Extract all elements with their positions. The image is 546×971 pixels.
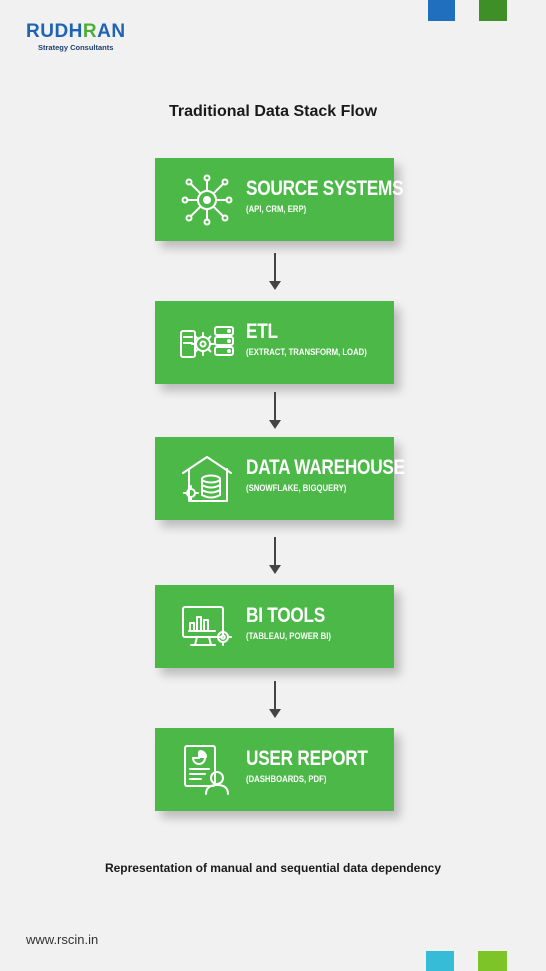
flow-arrow xyxy=(269,392,281,429)
report-user-icon xyxy=(184,745,229,795)
flow-arrow xyxy=(269,537,281,574)
brand-tagline: Strategy Consultants xyxy=(38,43,114,52)
monitor-chart-icon xyxy=(182,606,232,646)
brand-name: RUDHRAN xyxy=(26,21,126,42)
step-subtitle: (SNOWFLAKE, BIGQUERY) xyxy=(246,483,347,493)
corner-square-top-green xyxy=(479,0,507,21)
step-subtitle: (TABLEAU, POWER BI) xyxy=(246,631,331,641)
step-name: SOURCE SYSTEMS xyxy=(246,177,404,200)
website-link[interactable]: www.rscin.in xyxy=(26,932,99,947)
corner-square-top-blue xyxy=(428,0,455,21)
flow-arrow xyxy=(269,253,281,290)
step-data-warehouse: DATA WAREHOUSE (SNOWFLAKE, BIGQUERY) xyxy=(155,437,405,520)
step-name: ETL xyxy=(246,320,278,343)
step-subtitle: (API, CRM, ERP) xyxy=(246,204,307,214)
diagram-caption: Representation of manual and sequential … xyxy=(104,861,442,875)
flow-arrow xyxy=(269,681,281,718)
step-user-report: USER REPORT (DASHBOARDS, PDF) xyxy=(155,728,394,811)
step-subtitle: (EXTRACT, TRANSFORM, LOAD) xyxy=(246,347,367,357)
step-text: USER REPORT (DASHBOARDS, PDF) xyxy=(246,747,394,784)
network-hub-icon xyxy=(181,174,233,226)
step-name: BI TOOLS xyxy=(246,604,326,627)
step-text: BI TOOLS (TABLEAU, POWER BI) xyxy=(246,604,345,641)
brand-logo: RUDHRAN Strategy Consultants xyxy=(26,21,126,53)
step-bi-tools: BI TOOLS (TABLEAU, POWER BI) xyxy=(155,585,394,668)
diagram-title: Traditional Data Stack Flow xyxy=(168,103,378,120)
step-source-systems: SOURCE SYSTEMS (API, CRM, ERP) xyxy=(155,158,404,241)
step-name: USER REPORT xyxy=(246,747,368,770)
step-etl: ETL (EXTRACT, TRANSFORM, LOAD) xyxy=(155,301,394,384)
corner-square-bottom-lime xyxy=(478,951,507,971)
step-text: SOURCE SYSTEMS (API, CRM, ERP) xyxy=(246,177,438,214)
server-gear-icon xyxy=(180,326,234,358)
step-subtitle: (DASHBOARDS, PDF) xyxy=(246,774,327,784)
step-name: DATA WAREHOUSE xyxy=(246,456,405,479)
warehouse-database-icon xyxy=(182,456,232,502)
corner-square-bottom-cyan xyxy=(426,951,454,971)
step-text: ETL (EXTRACT, TRANSFORM, LOAD) xyxy=(246,320,387,357)
step-text: DATA WAREHOUSE (SNOWFLAKE, BIGQUERY) xyxy=(246,456,440,493)
